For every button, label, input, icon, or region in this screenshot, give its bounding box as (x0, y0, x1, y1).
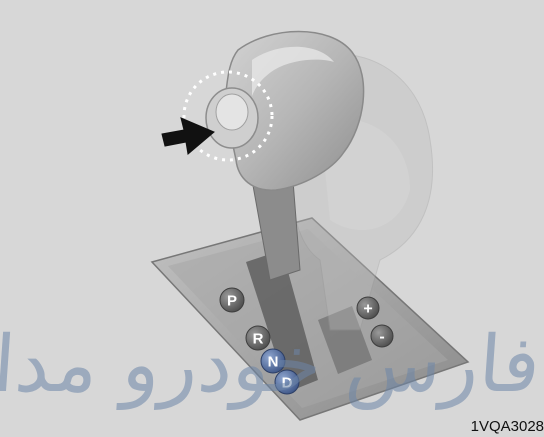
figure-code: 1VQA3028 (471, 418, 544, 435)
watermark: فارس خودرو مداد (36, 305, 544, 425)
shift-lock-button-top (216, 94, 248, 130)
